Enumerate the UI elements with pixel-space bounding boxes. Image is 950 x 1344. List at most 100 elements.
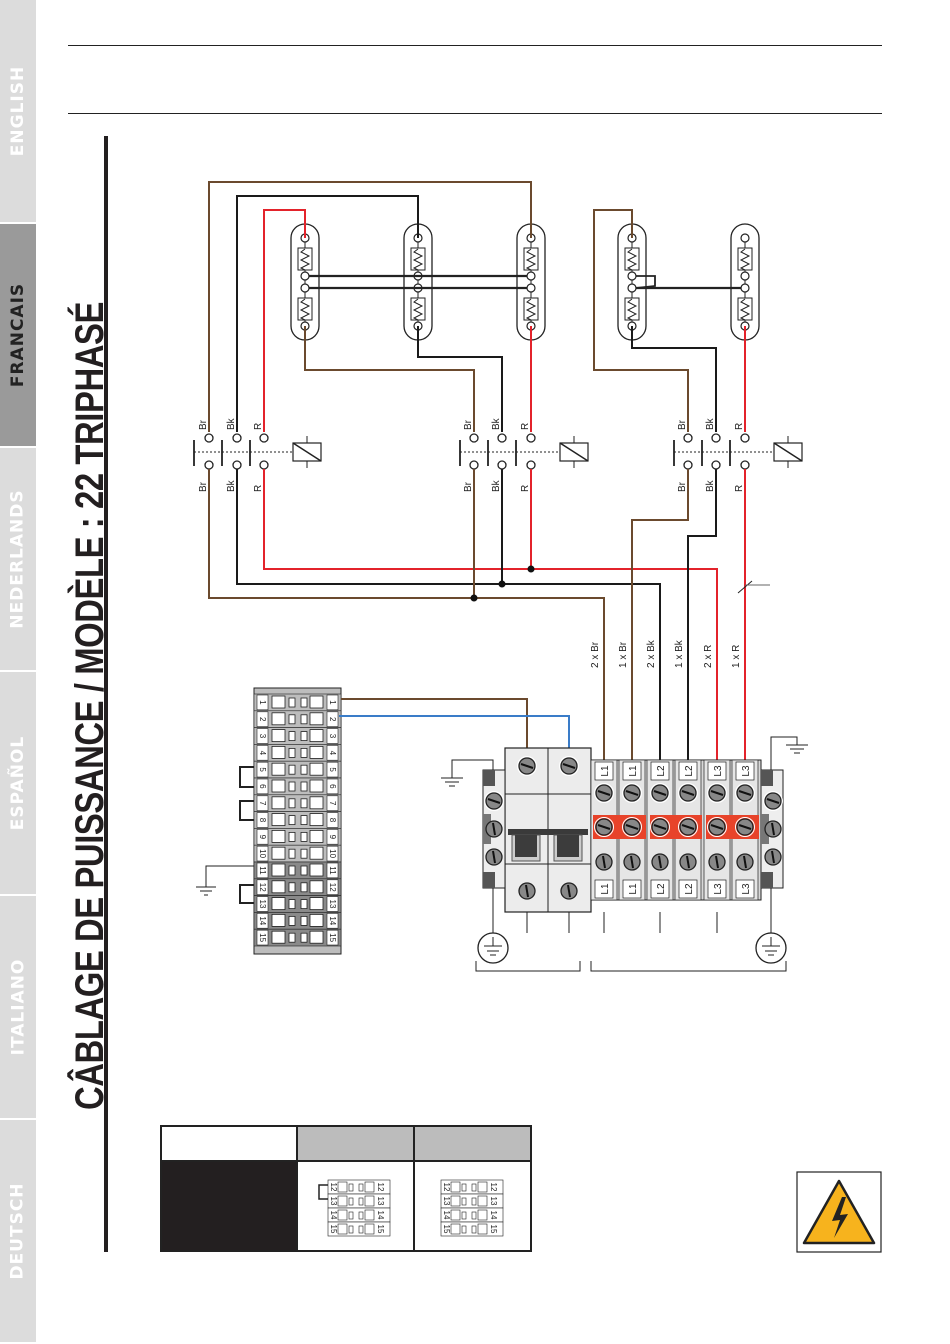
- terminal-number: 11: [258, 866, 267, 875]
- label-bk: Bk: [491, 479, 502, 492]
- label-r: R: [520, 485, 531, 492]
- label-bk: Bk: [705, 479, 716, 492]
- label-br: Br: [463, 419, 474, 430]
- lang-tab-deutsch[interactable]: DEUTSCH: [0, 1120, 36, 1342]
- label-r: R: [734, 423, 745, 430]
- lang-tab-espanol[interactable]: ESPAÑOL: [0, 672, 36, 894]
- wire-brown-2x: [208, 469, 605, 762]
- earth-terminal-left: [441, 759, 509, 964]
- terminal-label: L3: [741, 883, 752, 895]
- wire-red-top: [263, 209, 306, 432]
- terminal-number: 15: [328, 933, 337, 942]
- terminal-label: L2: [684, 765, 695, 777]
- terminal-number: 8: [328, 818, 337, 823]
- terminal-number: 2: [328, 717, 337, 722]
- terminal-number: 4: [328, 751, 337, 756]
- jumper-7-8: [239, 800, 254, 821]
- mini-jumper-12-13: [318, 1184, 328, 1200]
- mini-terminal-number: 15: [489, 1225, 498, 1234]
- lang-tab-francais[interactable]: FRANCAIS: [0, 224, 36, 446]
- terminal-label: L2: [656, 883, 667, 895]
- contactor-labels: Br Bk R Br Bk R Br Bk R Br Bk R Br Bk R …: [198, 417, 745, 492]
- svg-text:1 x Bk: 1 x Bk: [674, 639, 685, 668]
- svg-text:1 x Br: 1 x Br: [618, 641, 629, 668]
- mini-terminal-number: 13: [376, 1197, 385, 1206]
- terminal-number: 8: [258, 818, 267, 823]
- wire-control-blue: [339, 715, 570, 762]
- wire-black-top: [236, 195, 419, 432]
- terminal-number: 12: [328, 883, 337, 892]
- junction-dot: [527, 565, 535, 573]
- title-bar: [104, 136, 108, 1252]
- junction-dot: [470, 594, 478, 602]
- terminal-number: 1: [258, 700, 267, 705]
- wire-black-1x: [687, 469, 717, 762]
- mini-terminal-row: 14 14: [327, 1207, 391, 1223]
- terminal-number: 1: [328, 700, 337, 705]
- heater-element-4: [617, 223, 647, 341]
- high-voltage-warning-icon: [796, 1171, 882, 1253]
- heater-element-5: [730, 223, 760, 341]
- svg-text:1 x R: 1 x R: [731, 645, 742, 668]
- label-bk: Bk: [226, 479, 237, 492]
- mini-terminal-number: 12: [442, 1183, 451, 1192]
- junction-dot: [498, 580, 506, 588]
- svg-text:2 x Bk: 2 x Bk: [646, 639, 657, 668]
- terminal-label: L1: [628, 883, 639, 895]
- label-br: Br: [677, 419, 688, 430]
- terminal-number: 3: [258, 734, 267, 739]
- terminal-label: L3: [713, 883, 724, 895]
- heater-element-1: [290, 223, 320, 341]
- mini-terminal-number: 12: [489, 1183, 498, 1192]
- lang-tab-english[interactable]: ENGLISH: [0, 0, 36, 222]
- terminal-number: 2: [258, 717, 267, 722]
- mini-terminal-number: 15: [329, 1225, 338, 1234]
- lang-tab-nederlands[interactable]: NEDERLANDS: [0, 448, 36, 670]
- label-bk: Bk: [705, 417, 716, 430]
- terminal-label: L1: [628, 765, 639, 777]
- mini-terminal-row: 12 12: [440, 1179, 504, 1195]
- header-rule-top: [68, 45, 882, 46]
- lang-tab-italiano[interactable]: ITALIANO: [0, 896, 36, 1118]
- bracket-lines: [475, 912, 787, 972]
- mini-terminal-number: 14: [329, 1211, 338, 1220]
- wire-red-2x: [263, 469, 718, 762]
- wire-brown-mid: [304, 326, 475, 432]
- mini-terminal-number: 12: [329, 1183, 338, 1192]
- terminal-number: 5: [328, 767, 337, 772]
- terminal-number: 9: [328, 835, 337, 840]
- ground-icon: [196, 886, 216, 896]
- label-r: R: [734, 485, 745, 492]
- label-br: Br: [198, 481, 209, 492]
- wire-control-brown: [341, 698, 528, 762]
- terminal-number: 6: [328, 784, 337, 789]
- mini-terminal-number: 14: [442, 1211, 451, 1220]
- terminal-label: L3: [713, 765, 724, 777]
- mini-terminal-number: 13: [489, 1197, 498, 1206]
- jumper-12-13: [239, 884, 254, 904]
- label-r: R: [253, 423, 264, 430]
- ground-wire-strip: [205, 865, 254, 887]
- terminal-label: L1: [600, 883, 611, 895]
- wire-brown-g2: [593, 209, 689, 432]
- terminal-number: 13: [328, 900, 337, 909]
- terminal-number: 14: [258, 916, 267, 925]
- wire-brown-top: [208, 181, 532, 432]
- wire-black-2x: [236, 469, 661, 762]
- mini-terminal-number: 14: [376, 1211, 385, 1220]
